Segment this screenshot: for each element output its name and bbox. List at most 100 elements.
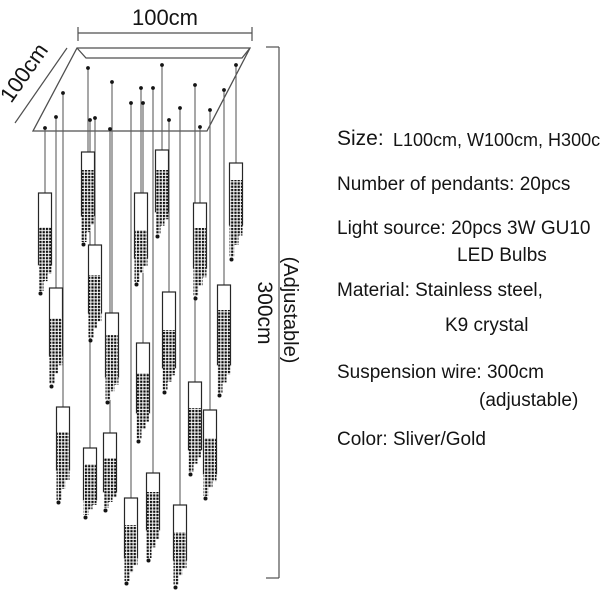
depth-dimension-line: [14, 47, 68, 124]
pendant-crystal-section: [84, 464, 96, 500]
pendant: [102, 432, 118, 513]
wire-attach-dot: [43, 126, 47, 130]
pendant-bead-tip: [203, 496, 208, 501]
wire-attach-dot: [110, 80, 114, 84]
canopy-plate-lip: [76, 47, 251, 59]
pendant-bead-drop: [136, 413, 150, 439]
pendant-bead-tip: [229, 257, 234, 262]
pendant-bead-drop: [88, 313, 102, 338]
pendant: [161, 291, 177, 395]
spec-suspension-wire: Suspension wire: 300cm: [337, 362, 544, 383]
pendant: [145, 472, 161, 563]
pendant-crystal-section: [156, 170, 168, 212]
pendant-bead-drop: [146, 530, 160, 558]
spec-material: Material: Stainless steel,: [337, 280, 543, 301]
wire-attach-dot: [160, 63, 164, 67]
pendant-crystal-section: [104, 458, 116, 492]
pendant: [216, 284, 232, 398]
wire-attach-dot: [88, 118, 92, 122]
pendant-bead-tip: [162, 390, 167, 395]
left-depth-dimension: 100cm: [0, 38, 68, 124]
pendant-bead-drop: [105, 377, 119, 400]
pendant-bead-tip: [217, 393, 222, 398]
pendant: [192, 202, 208, 301]
right-height-dimension: 300cm (Adjustable): [253, 46, 301, 579]
pendant-crystal-section: [189, 408, 201, 450]
pendant: [135, 342, 151, 444]
pendant-bead-drop: [134, 258, 148, 282]
wire-attach-dot: [222, 88, 226, 92]
pendant-crystal-section: [57, 432, 69, 470]
pendant-bead-tip: [173, 585, 178, 590]
pendant-crystal-section: [230, 180, 242, 225]
pendant-crystal-section: [89, 275, 101, 313]
spec-color: Color: Sliver/Gold: [337, 429, 486, 450]
pendant-bead-drop: [188, 450, 202, 472]
pendant-bead-drop: [173, 560, 187, 585]
wire-attach-dot: [54, 115, 58, 119]
pendant-crystal-section: [137, 373, 149, 413]
pendant-bead-drop: [83, 500, 97, 515]
wire-attach-dot: [178, 106, 182, 110]
pendant-bead-drop: [229, 225, 243, 257]
depth-dimension-label: 100cm: [0, 38, 53, 106]
wire-attach-dot: [139, 86, 143, 90]
wire-attach-dot: [108, 127, 112, 131]
pendant-bead-drop: [56, 470, 70, 500]
pendants-layer: [37, 149, 244, 590]
pendant: [55, 406, 71, 505]
pendant: [80, 151, 96, 247]
pendant-bead-tip: [146, 558, 151, 563]
pendant-crystal-section: [218, 310, 230, 365]
width-dimension-label: 100cm: [132, 5, 198, 30]
pendant-bead-tip: [56, 500, 61, 505]
pendant-bead-tip: [193, 296, 198, 301]
pendant-bead-tip: [49, 384, 54, 389]
spec-number-of-pendants: Number of pendants: 20pcs: [337, 174, 571, 195]
pendant-crystal-section: [39, 227, 51, 265]
pendant-bead-tip: [88, 338, 93, 343]
wire-attach-dot: [93, 116, 97, 120]
pendant-bead-drop: [38, 265, 52, 291]
pendant-bead-drop: [203, 474, 217, 496]
pendant-bead-drop: [162, 368, 176, 390]
pendant-bead-drop: [103, 492, 117, 508]
pendant: [82, 447, 98, 520]
pendant: [104, 312, 120, 405]
pendant: [202, 409, 218, 501]
wire-attach-dot: [198, 125, 202, 129]
pendant: [123, 497, 139, 586]
pendant-crystal-section: [147, 492, 159, 530]
pendant: [48, 287, 64, 389]
spec-size-label: Size:: [337, 127, 384, 150]
pendant-bead-drop: [155, 212, 169, 234]
height-adjustable-label: (Adjustable): [279, 257, 301, 364]
ceiling-canopy: [31, 47, 252, 132]
pendant-crystal-section: [82, 170, 94, 216]
pendant-bead-tip: [103, 508, 108, 513]
pendant-crystal-section: [204, 438, 216, 474]
height-dimension-label: 300cm: [253, 281, 276, 344]
wire-attach-dot: [61, 91, 65, 95]
pendant: [37, 192, 53, 296]
pendant-bead-tip: [136, 439, 141, 444]
pendant-crystal-section: [135, 230, 147, 258]
pendant-bead-tip: [105, 400, 110, 405]
wire-attach-dot: [151, 86, 155, 90]
pendant-bead-drop: [49, 356, 63, 384]
pendant-bead-tip: [38, 291, 43, 296]
wire-attach-dot: [167, 118, 171, 122]
spec-suspension-wire-line2: (adjustable): [479, 390, 579, 411]
pendant-bead-tip: [134, 282, 139, 287]
wire-attach-dot: [86, 66, 90, 70]
spec-material-line2: K9 crystal: [445, 315, 529, 336]
pendant-bead-tip: [81, 242, 86, 247]
pendant-crystal-section: [106, 335, 118, 377]
wire-attach-dot: [129, 101, 133, 105]
pendant-crystal-section: [125, 525, 137, 558]
pendant: [172, 504, 188, 590]
pendant-crystal-section: [50, 318, 62, 356]
